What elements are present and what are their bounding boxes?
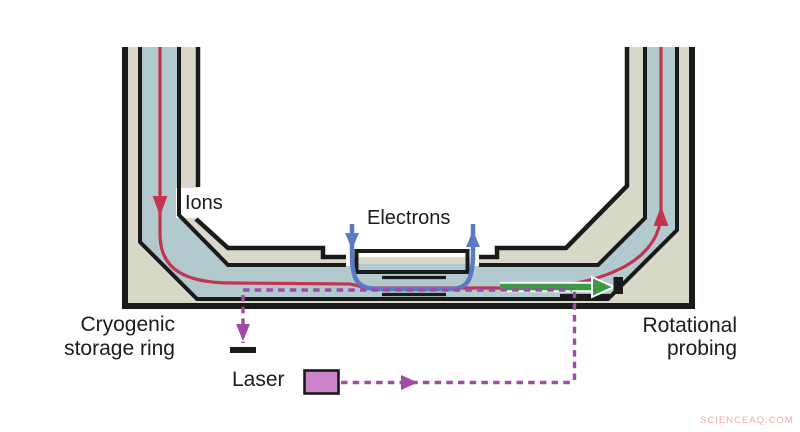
rotational-probing-label: Rotational probing [600,314,737,360]
neutral-beam-arrow-icon [591,275,617,299]
electron-beam-path [349,224,476,292]
electron-arrow-up-icon [466,230,480,247]
watermark: SCIENCEAQ.COM [700,415,794,426]
outer-boundary-line [122,47,695,309]
rotational-probing-line1: Rotational [642,314,737,337]
inner-wall-left-lower-line [194,217,346,260]
inner-channel-wall-left-line [177,47,346,267]
inner-wall-right-upper-line [479,47,630,260]
inner-wall-body [179,47,645,264]
ring-structure [122,47,695,309]
laser-arrow-right-icon [401,375,418,390]
laser-path [230,288,577,395]
ion-arrow-up-icon [653,206,669,226]
beam-vacuum-channel [142,47,677,299]
laser-label: Laser [232,368,285,391]
ions-label: Ions [185,192,223,214]
outer-channel-wall-line [138,47,679,301]
inner-channel-wall-right-line [479,47,647,267]
electrons-label: Electrons [367,207,451,229]
electron-arrow-down-icon [345,233,359,250]
outer-wall-body [125,47,692,306]
laser-arrow-down-icon [236,324,250,341]
cryogenic-storage-ring-line1: Cryogenic [80,313,175,336]
cryogenic-storage-ring-line2: storage ring [64,337,175,360]
mirror [230,347,256,353]
electron-beam [345,224,480,292]
ion-arrow-down-icon [152,196,168,216]
detector [613,277,623,294]
electron-cooler-housing [354,249,470,274]
laser-box [303,369,340,395]
neutral-product-beam [500,275,623,299]
rotational-probing-line2: probing [666,337,737,360]
cryogenic-storage-ring-label: Cryogenic storage ring [20,313,175,361]
